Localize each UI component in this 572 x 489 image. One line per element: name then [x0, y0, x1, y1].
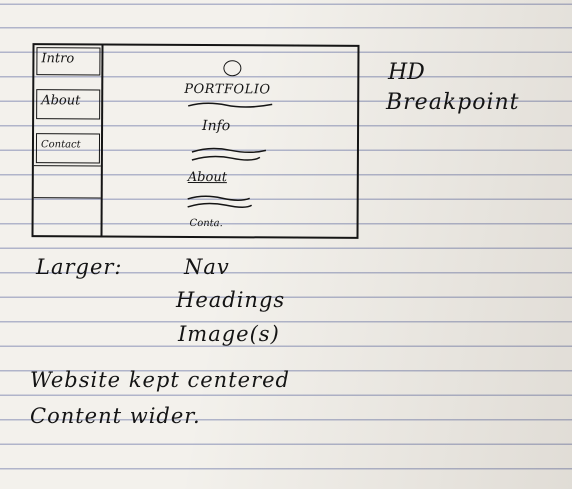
- breakpoint-label-hd: HD: [388, 60, 425, 85]
- notes-wider-line: Content wider.: [30, 404, 201, 428]
- wireframe-section-about: About: [187, 169, 227, 186]
- wireframe-section-info: Info: [202, 118, 231, 135]
- wireframe-text-scribble: [187, 195, 253, 208]
- notes-larger-item: Nav: [184, 255, 230, 279]
- wireframe-sketch: Intro About Contact PORTFOLIO Info About…: [31, 43, 360, 239]
- wireframe-nav-divider: [33, 197, 101, 199]
- wireframe-section-contact: Conta.: [189, 217, 223, 230]
- notes-larger-item: Headings: [176, 288, 286, 312]
- wireframe-nav-contact: Contact: [35, 133, 101, 164]
- wireframe-nav-about: About: [36, 89, 101, 120]
- wireframe-nav-intro: Intro: [36, 47, 101, 76]
- wireframe-text-scribble: [187, 102, 273, 108]
- notes-centered-line: Website kept centered: [30, 368, 290, 392]
- wireframe-image-circle: [223, 60, 242, 77]
- wireframe-heading: PORTFOLIO: [184, 81, 271, 98]
- notes-larger-item: Image(s): [178, 322, 280, 346]
- notes-larger-label: Larger:: [36, 255, 123, 279]
- breakpoint-label-text: Breakpoint: [386, 90, 520, 115]
- wireframe-nav-column: Intro About Contact: [33, 45, 104, 236]
- wireframe-text-scribble: [191, 147, 267, 161]
- wireframe-nav-divider: [33, 165, 101, 167]
